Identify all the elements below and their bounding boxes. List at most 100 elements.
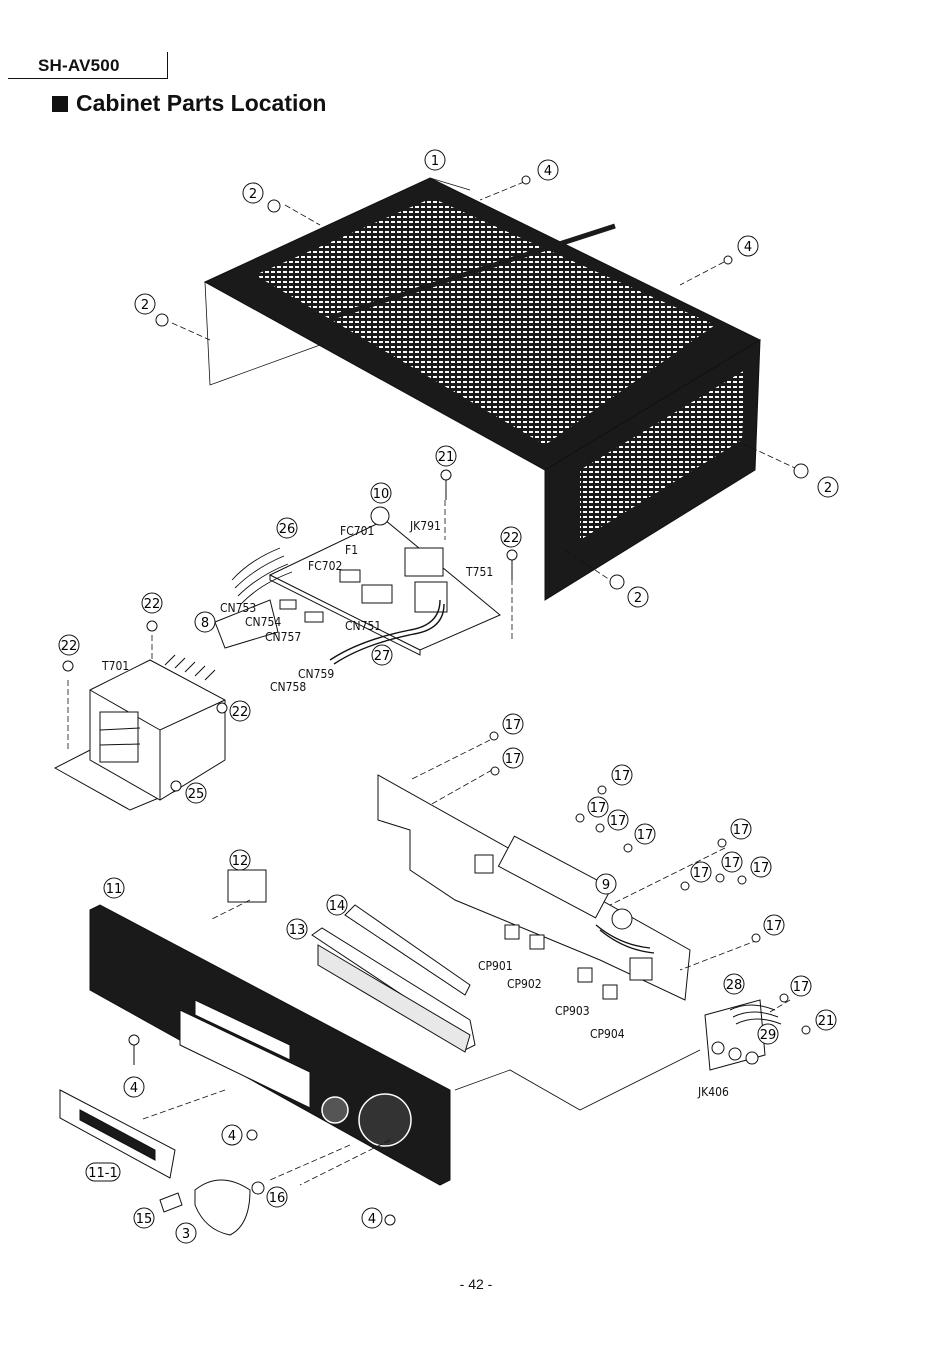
svg-text:17: 17 — [614, 769, 631, 784]
callout-27: 28 — [723, 973, 745, 995]
svg-text:13: 13 — [289, 923, 306, 938]
callout-21: 22 — [500, 526, 522, 548]
svg-text:26: 26 — [279, 522, 296, 537]
svg-text:17: 17 — [693, 866, 710, 881]
svg-text:2: 2 — [634, 591, 642, 606]
svg-text:17: 17 — [753, 861, 770, 876]
svg-text:17: 17 — [590, 801, 607, 816]
button-holders — [311, 904, 476, 1053]
callout-11-1: 11-1 — [85, 1162, 121, 1182]
title-bullet — [52, 95, 68, 112]
svg-text:22: 22 — [144, 597, 161, 612]
jack-board-jk406 — [704, 999, 782, 1071]
screws — [62, 175, 811, 1226]
jk406-leader — [454, 1049, 701, 1111]
label-fc702: FC702 — [308, 559, 342, 573]
callout-10: 10 — [370, 482, 392, 504]
front-panel — [59, 869, 451, 1236]
callout-12: 12 — [229, 849, 251, 871]
label-cp904: CP904 — [590, 1027, 625, 1041]
callout-2: 2 — [817, 476, 839, 498]
svg-text:2: 2 — [824, 481, 832, 496]
page-number: - 42 - — [459, 1276, 493, 1292]
svg-text:2: 2 — [249, 187, 257, 202]
label-cp901: CP901 — [478, 959, 513, 973]
svg-text:12: 12 — [232, 854, 249, 869]
callout-22: 22 — [229, 700, 251, 722]
svg-text:22: 22 — [61, 639, 78, 654]
callout-22: 25 — [185, 782, 207, 804]
svg-text:2: 2 — [141, 298, 149, 313]
callout-14: 14 — [326, 894, 348, 916]
callout-4: 4 — [361, 1207, 383, 1229]
callout-22: 22 — [141, 592, 163, 614]
svg-text:21: 21 — [438, 450, 455, 465]
svg-text:14: 14 — [329, 899, 346, 914]
callout-17: 17 — [502, 713, 524, 735]
callout-17: 21 — [815, 1009, 837, 1031]
callout-13: 13 — [286, 918, 308, 940]
svg-text:10: 10 — [373, 487, 390, 502]
svg-text:3: 3 — [182, 1227, 190, 1242]
display-pcb — [377, 774, 691, 1001]
svg-text:29: 29 — [760, 1028, 777, 1043]
svg-text:17: 17 — [793, 980, 810, 995]
callout-11: 11 — [103, 877, 125, 899]
callout-16: 16 — [266, 1186, 288, 1208]
callout-15: 15 — [133, 1207, 155, 1229]
callout-28: 29 — [757, 1023, 779, 1045]
svg-text:4: 4 — [130, 1081, 138, 1096]
label-cn754: CN754 — [245, 615, 281, 629]
callout-17: 17 — [611, 764, 633, 786]
callout-4: 4 — [123, 1076, 145, 1098]
callout-26: 27 — [371, 644, 393, 666]
svg-text:17: 17 — [766, 919, 783, 934]
label-cn759: CN759 — [298, 667, 334, 681]
svg-text:17: 17 — [637, 828, 654, 843]
svg-text:1: 1 — [431, 154, 439, 169]
svg-text:27: 27 — [374, 649, 391, 664]
svg-text:22: 22 — [232, 705, 249, 720]
svg-text:4: 4 — [744, 240, 752, 255]
svg-text:9: 9 — [602, 878, 610, 893]
label-f1: F1 — [345, 543, 358, 557]
svg-text:4: 4 — [228, 1129, 236, 1144]
svg-text:17: 17 — [724, 856, 741, 871]
label-fc701: FC701 — [340, 524, 374, 538]
label-cn753: CN753 — [220, 601, 256, 615]
callout-17: 17 — [607, 809, 629, 831]
top-cabinet-cover — [203, 177, 762, 601]
svg-text:17: 17 — [733, 823, 750, 838]
callout-21: 21 — [435, 445, 457, 467]
model-tag: SH-AV500 — [8, 52, 168, 79]
callouts: 1 2 2 2 2 3 4 4 4 4 4 8 9 10 11 11-1 12 … — [58, 149, 839, 1244]
svg-text:15: 15 — [136, 1212, 153, 1227]
svg-text:11: 11 — [106, 882, 123, 897]
section-title: Cabinet Parts Location — [52, 90, 326, 117]
callout-2: 2 — [134, 293, 156, 315]
callout-2: 2 — [627, 586, 649, 608]
callout-2: 2 — [242, 182, 264, 204]
svg-text:21: 21 — [818, 1014, 835, 1029]
label-cn758: CN758 — [270, 680, 306, 694]
svg-text:17: 17 — [505, 752, 522, 767]
callout-25: 26 — [276, 517, 298, 539]
svg-text:4: 4 — [368, 1212, 376, 1227]
section-title-text: Cabinet Parts Location — [76, 90, 327, 116]
power-pcb — [214, 506, 501, 665]
label-jk791: JK791 — [409, 519, 441, 533]
callout-17: 17 — [750, 856, 772, 878]
leader-lines — [67, 181, 796, 1186]
label-cp902: CP902 — [507, 977, 542, 991]
callout-17: 17 — [730, 818, 752, 840]
label-t751: T751 — [465, 565, 493, 579]
callout-4: 4 — [221, 1124, 243, 1146]
part-labels: FC701 F1 FC702 JK791 T751 CN753 CN754 CN… — [101, 519, 729, 1099]
callout-17: 17 — [502, 747, 524, 769]
callout-8: 8 — [194, 611, 216, 633]
callout-17: 17 — [763, 914, 785, 936]
callout-17: 17 — [634, 823, 656, 845]
svg-text:25: 25 — [188, 787, 205, 802]
transformer-t701 — [53, 654, 226, 811]
